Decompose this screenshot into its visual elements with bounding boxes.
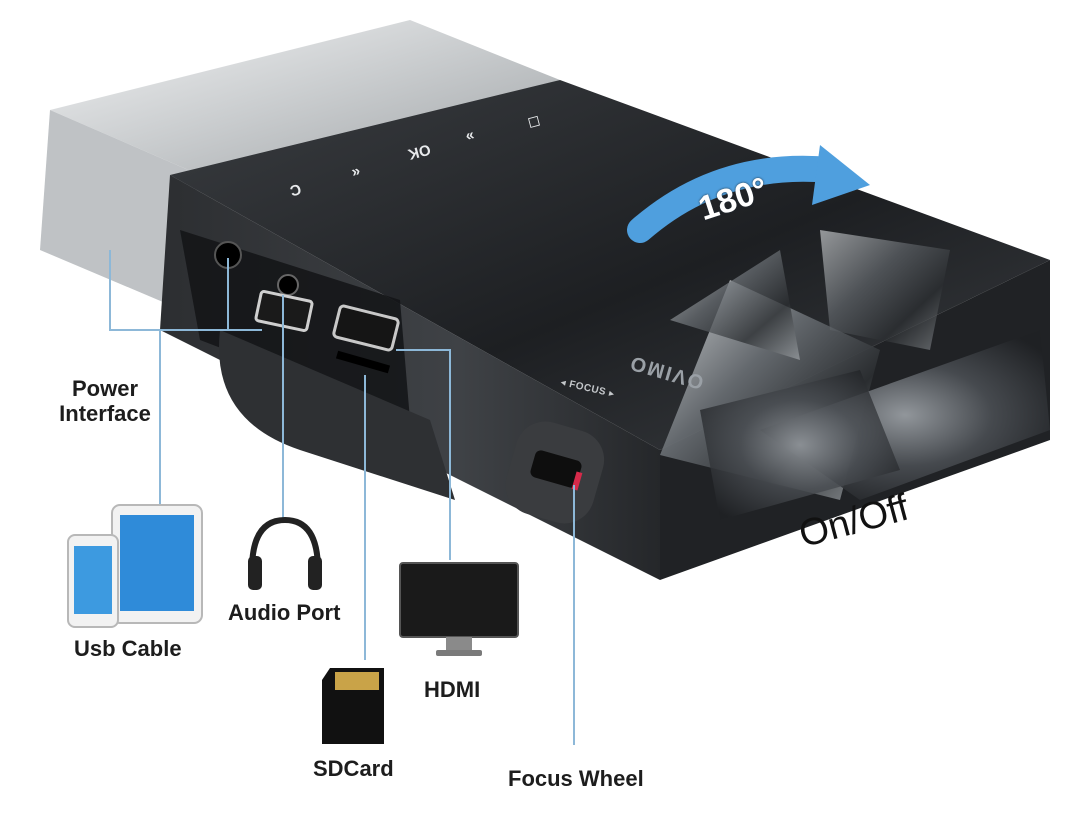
label-hdmi: HDMI — [424, 677, 481, 702]
silver-shell — [40, 20, 560, 305]
label-usb-cable: Usb Cable — [74, 636, 182, 661]
audio-jack[interactable] — [277, 274, 299, 296]
headphones-icon — [248, 516, 322, 590]
label-sdcard: SDCard — [313, 756, 394, 781]
port-flap — [219, 330, 455, 500]
label-focus-wheel: Focus Wheel — [508, 766, 644, 791]
usb-device-icon — [67, 504, 203, 628]
hdmi-port[interactable] — [332, 304, 400, 352]
label-power-interface: Power Interface — [44, 376, 166, 427]
rotation-arrow-head — [812, 145, 870, 205]
sd-slot[interactable] — [335, 350, 391, 374]
label-audio-port: Audio Port — [228, 600, 341, 625]
label-power-line2: Interface — [59, 401, 151, 427]
sdcard-icon — [322, 668, 384, 744]
label-power-line1: Power — [71, 376, 139, 401]
lens-cap[interactable] — [660, 230, 1050, 520]
callout-hdmi — [396, 349, 451, 560]
focus-wheel[interactable] — [499, 414, 612, 530]
rotation-arrow — [627, 155, 843, 243]
monitor-icon — [399, 562, 519, 656]
callout-usb — [159, 329, 262, 510]
callout-lines — [109, 250, 575, 745]
